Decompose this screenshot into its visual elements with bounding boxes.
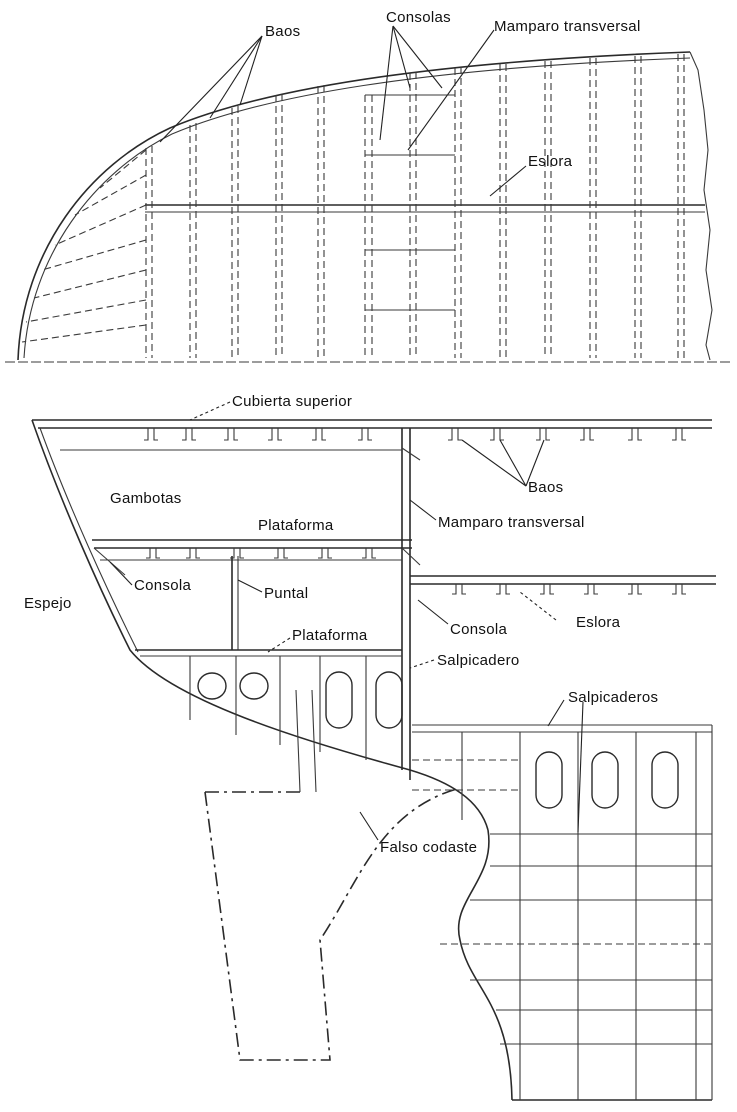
deck-beams [145, 54, 685, 358]
top-leaders [159, 25, 527, 197]
rudder-stock [295, 689, 317, 793]
label-baos-top: Baos [265, 23, 300, 40]
label-plataforma-upper: Plataforma [258, 517, 334, 534]
label-plataforma-lower: Plataforma [292, 627, 368, 644]
label-espejo: Espejo [24, 595, 72, 612]
consola-bracket-3 [401, 447, 421, 461]
salpicadero-aft [189, 656, 403, 760]
stern-frame [457, 829, 513, 1101]
consola-bracket-1 [93, 547, 126, 576]
label-consola-right: Consola [450, 621, 507, 638]
label-mamparo-transversal-top: Mamparo transversal [494, 18, 641, 35]
label-cubierta-superior: Cubierta superior [232, 393, 352, 410]
label-salpicaderos: Salpicaderos [568, 689, 658, 706]
label-gambotas: Gambotas [110, 490, 182, 507]
deck-outline-outer [17, 51, 691, 361]
label-baos-side: Baos [528, 479, 563, 496]
upper-deck-beams [144, 428, 686, 441]
label-eslora-side: Eslora [576, 614, 621, 631]
consola-bracket-2 [401, 547, 421, 566]
label-falso-codaste: Falso codaste [380, 839, 477, 856]
label-consolas: Consolas [386, 9, 451, 26]
stern-profile-view: Cubierta superior Baos Gambotas Platafor… [24, 393, 716, 1101]
cant-beams [21, 149, 147, 343]
side-leaders [109, 401, 584, 841]
top-deck-plan-view: Baos Consolas Mamparo transversal Eslora [5, 9, 730, 363]
break-line [689, 51, 713, 361]
label-consola-left: Consola [134, 577, 191, 594]
label-mamparo-transversal-side: Mamparo transversal [438, 514, 585, 531]
platform-upper-beams [146, 548, 376, 559]
label-eslora-top: Eslora [528, 153, 573, 170]
transom-inner [39, 427, 139, 653]
transom-outer [31, 419, 489, 831]
label-puntal: Puntal [264, 585, 308, 602]
false-sternpost [204, 787, 461, 1061]
eslora-side-beams [452, 584, 686, 595]
salpicaderos-right [412, 732, 712, 1100]
deck-outline-inner [23, 57, 691, 359]
bulkhead-consolas-block [364, 94, 455, 358]
label-salpicadero: Salpicadero [437, 652, 520, 669]
